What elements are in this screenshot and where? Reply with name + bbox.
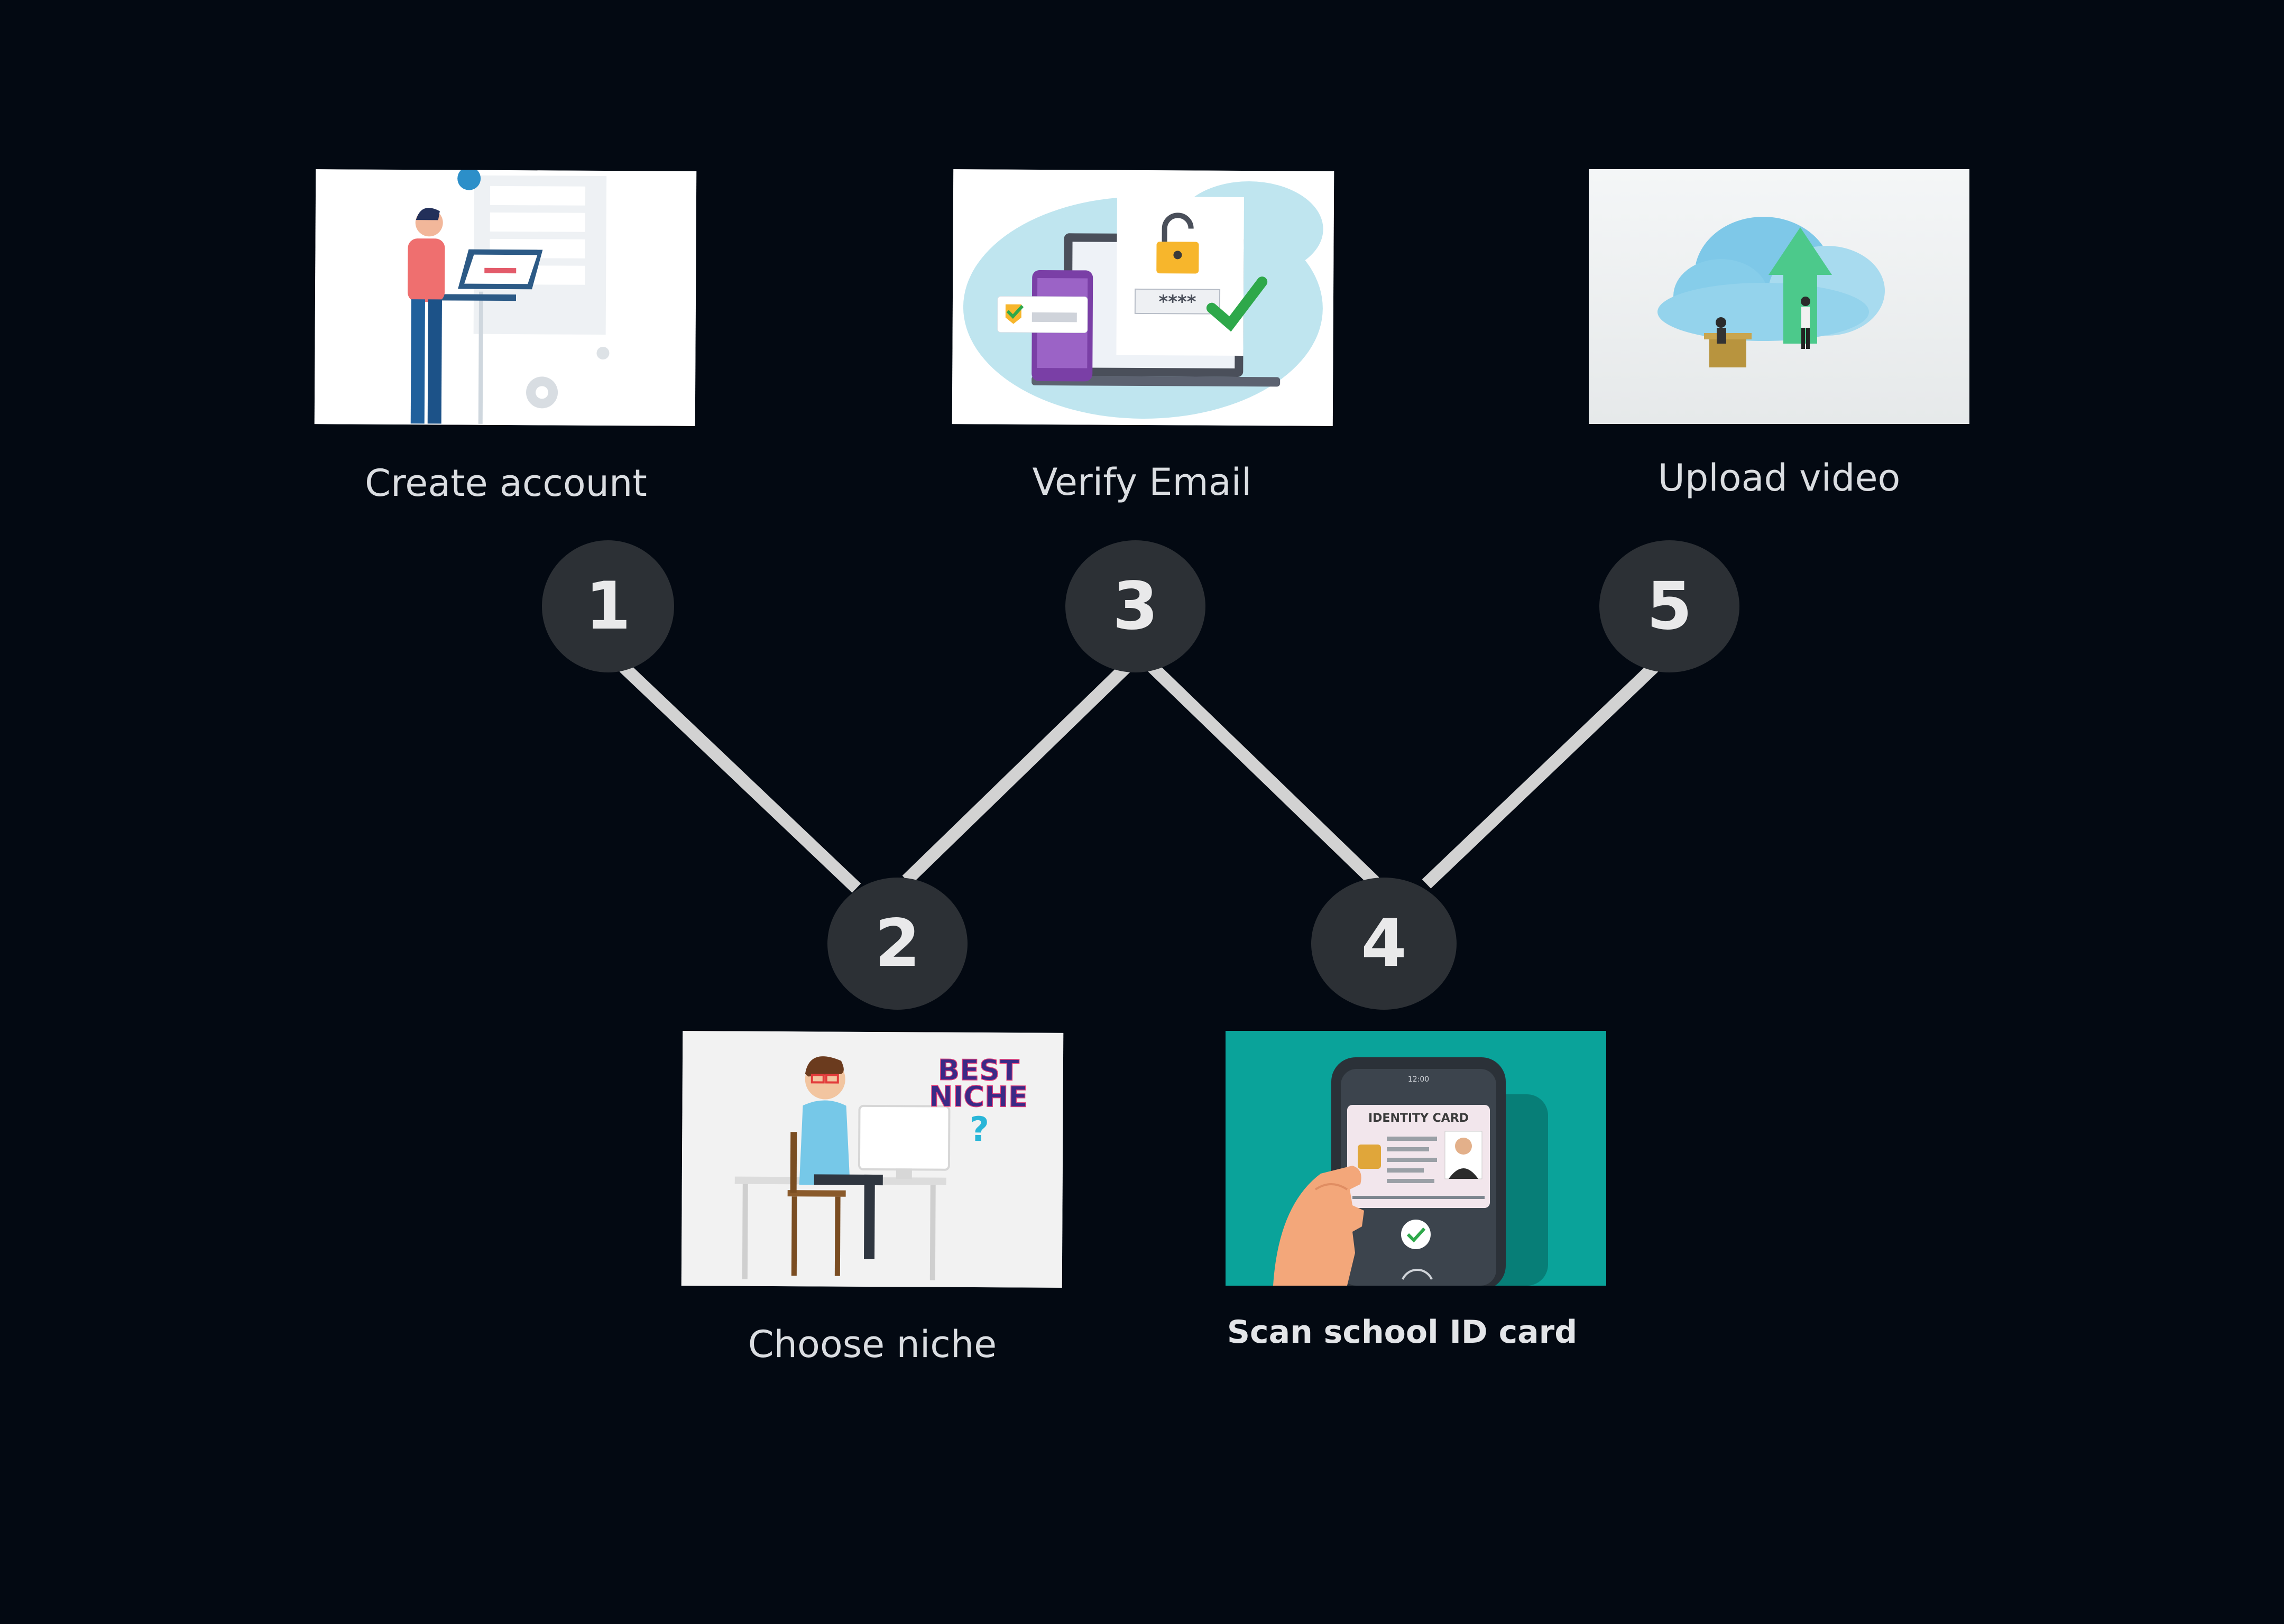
step-badge: 5 — [1599, 540, 1739, 672]
connector-4-5 — [1422, 662, 1659, 889]
upload-video-illustration — [1589, 169, 1969, 424]
choose-niche-illustration: BEST NICHE ? — [681, 1031, 1064, 1288]
id-card-title: IDENTITY CARD — [1368, 1112, 1469, 1125]
step-label: Verify Email — [1032, 460, 1252, 504]
connector-3-4 — [1148, 662, 1379, 887]
question-mark: ? — [970, 1110, 990, 1149]
connector-2-3 — [902, 662, 1131, 885]
scan-id-card-illustration: 12:00 IDENTITY CARD — [1226, 1031, 1606, 1286]
step-badge: 1 — [542, 540, 674, 672]
phone-time: 12:00 — [1408, 1075, 1429, 1084]
create-account-illustration — [314, 169, 697, 426]
person-at-computer-icon: BEST NICHE ? — [681, 1031, 1064, 1288]
verify-email-illustration: **** — [952, 169, 1334, 426]
step-label: Choose niche — [748, 1323, 997, 1366]
step-label: Upload video — [1657, 456, 1901, 500]
step-label: Create account — [365, 462, 647, 505]
step-badge: 4 — [1311, 878, 1457, 1010]
phone-id-card-icon: 12:00 IDENTITY CARD — [1226, 1031, 1606, 1286]
cloud-upload-icon — [1589, 169, 1969, 424]
niche-text: NICHE — [929, 1080, 1028, 1114]
step-label: Scan school ID card — [1227, 1314, 1578, 1351]
step-badge: 2 — [827, 878, 968, 1010]
person-at-desk-icon — [314, 169, 697, 426]
password-mask: **** — [1158, 291, 1196, 312]
connector-1-2 — [619, 662, 861, 893]
best-text: BEST — [938, 1054, 1019, 1087]
step-badge: 3 — [1065, 540, 1205, 672]
laptop-lock-icon: **** — [952, 169, 1334, 426]
